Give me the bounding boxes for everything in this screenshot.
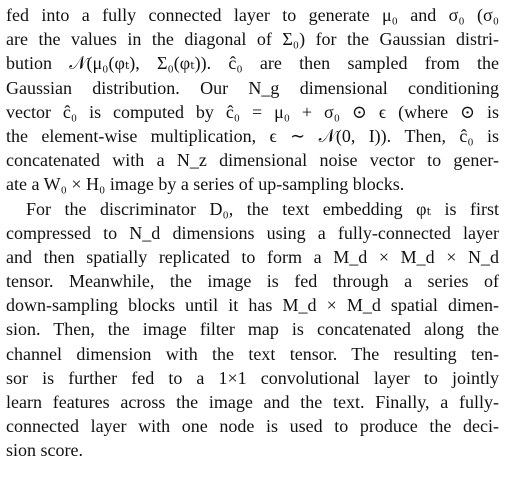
text-line: fed into a fully connected layer to gene… [6, 5, 499, 25]
text-line: bution 𝒩(μ₀(φₜ), Σ₀(φₜ)). ĉ₀ are then sa… [6, 53, 499, 74]
paragraph-discriminator: For the discriminator D₀, the text embed… [6, 197, 499, 463]
text-line: sor is further fed to a 1×1 convolutiona… [6, 367, 499, 388]
text-line: are the values in the diagonal of Σ₀) fo… [6, 29, 499, 50]
text-line: compressed to N_d dimensions using a ful… [6, 222, 499, 243]
text-line: the element-wise multiplication, ϵ ∼ 𝒩(0… [6, 125, 499, 146]
text-line: Gaussian distribution. Our N_g dimension… [6, 77, 499, 98]
text-line: connected layer with one node is used to… [6, 416, 499, 437]
text-line: ate a W₀ × H₀ image by a series of up-sa… [6, 174, 405, 195]
paragraph-generator: fed into a fully connected layer to gene… [6, 3, 499, 197]
text-line: and then spatially replicated to form a … [6, 246, 499, 267]
text-line: tensor. Meanwhile, the image is fed thro… [6, 271, 499, 292]
text-line: For the discriminator D₀, the text embed… [26, 198, 499, 219]
text-line: sion score. [6, 440, 83, 461]
text-line: down-sampling blocks until it has M_d × … [6, 295, 499, 316]
text-line: channel dimension with the text tensor. … [6, 343, 499, 364]
text-line: concatenated with a N_z dimensional nois… [6, 150, 499, 171]
text-line: sion. Then, the image filter map is conc… [6, 319, 499, 340]
text-line: vector ĉ₀ is computed by ĉ₀ = μ₀ + σ₀ ⊙ … [6, 101, 499, 122]
text-line: learn features across the image and the … [6, 392, 499, 412]
